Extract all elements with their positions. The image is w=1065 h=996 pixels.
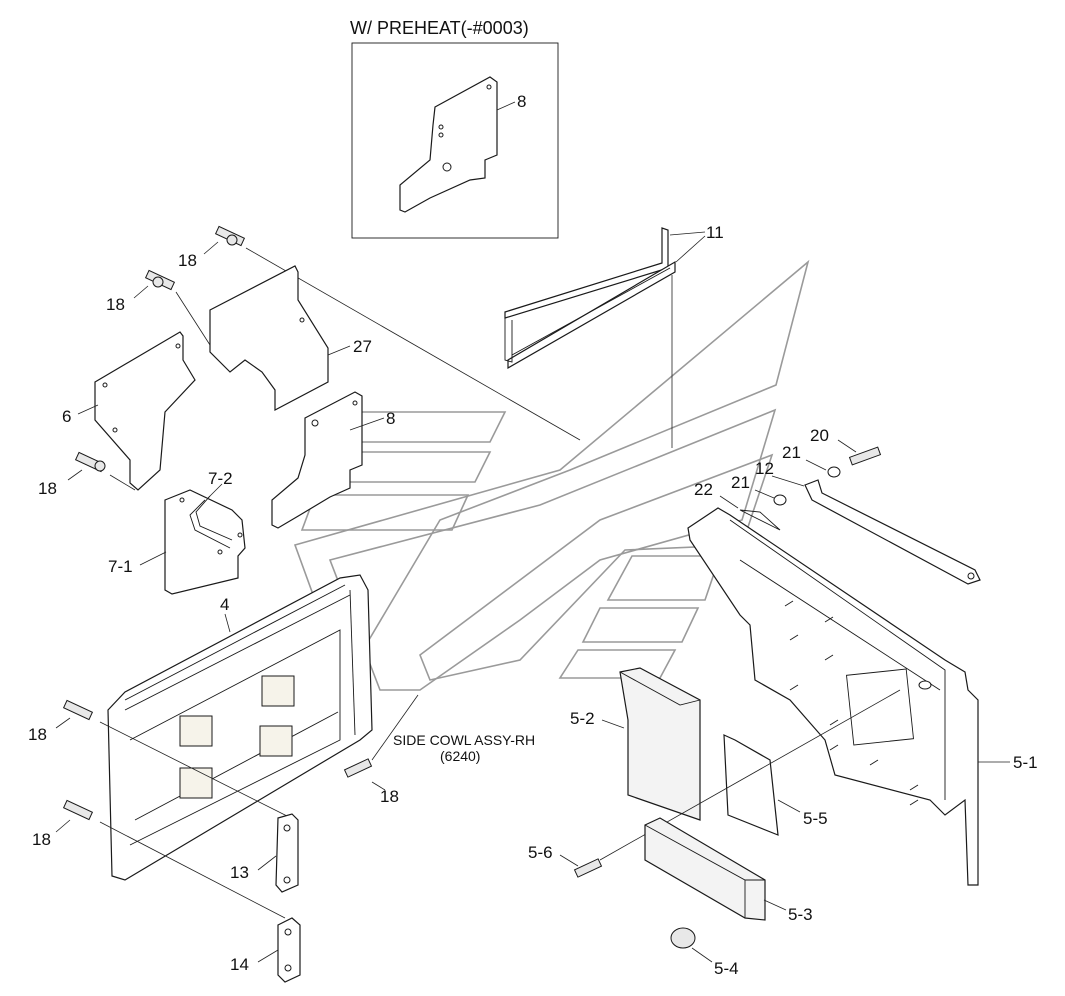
inset-frame: [351, 42, 559, 239]
callout-18-e: 18: [32, 830, 51, 849]
part-12-rod: 12: [755, 459, 981, 585]
bolt-icon: [62, 799, 94, 821]
pin-icon: [848, 446, 882, 466]
callout-12: 12: [755, 459, 774, 478]
callout-14: 14: [230, 955, 249, 974]
part-7-1-plate: 7-1: [108, 489, 246, 595]
callout-7-1: 7-1: [108, 557, 133, 576]
inset-bracket-8: [399, 76, 498, 213]
assembly-code: (6240): [440, 748, 480, 764]
bolt-icon: [573, 858, 603, 878]
bolt-18-lower-left-2: 18: [32, 799, 286, 919]
bolt-18-lower-left-1: 18: [28, 699, 296, 821]
callout-6: 6: [62, 407, 71, 426]
callout-21-b: 21: [731, 473, 750, 492]
callout-18-a: 18: [178, 251, 197, 270]
part-27-cover: 27: [209, 265, 372, 411]
callout-11: 11: [706, 223, 724, 242]
bolt-icon: [343, 758, 373, 778]
mount-block: [259, 725, 293, 757]
callout-7-2: 7-2: [208, 469, 233, 488]
plug-icon: [670, 927, 696, 949]
part-5-6-bolt: 5-6: [528, 689, 901, 878]
part-6-bracket: 6: [62, 331, 196, 491]
mount-block: [179, 715, 213, 747]
bolt-18-second: 18: [106, 269, 211, 346]
inset-part-label: 8: [517, 92, 526, 111]
callout-21-a: 21: [782, 443, 801, 462]
assembly-label: SIDE COWL ASSY-RH (6240): [393, 732, 535, 764]
callout-5-6: 5-6: [528, 843, 553, 862]
bolt-18-right: 18: [343, 694, 419, 806]
bolt-icon: [62, 699, 94, 721]
part-22-clip: 22: [694, 480, 781, 531]
part-13-bracket: 13: [230, 813, 299, 893]
callout-18-d: 18: [28, 725, 47, 744]
callout-18-b: 18: [106, 295, 125, 314]
callout-4: 4: [220, 595, 229, 614]
part-5-3-foam-bar: 5-3: [644, 817, 813, 924]
callout-8: 8: [386, 409, 395, 428]
part-5-2-foam: 5-2: [570, 667, 701, 821]
part-21-washer-a: 21: [782, 443, 841, 478]
inset-hole: [442, 162, 452, 172]
inset-title: W/ PREHEAT(-#0003): [350, 18, 529, 38]
part-20-pin: 20: [810, 426, 882, 466]
callout-5-1: 5-1: [1013, 753, 1038, 772]
part-14-bracket: 14: [230, 917, 301, 983]
washer-icon: [827, 466, 841, 478]
callout-5-3: 5-3: [788, 905, 813, 924]
callout-18-c: 18: [38, 479, 57, 498]
assembly-name: SIDE COWL ASSY-RH: [393, 732, 535, 748]
callout-27: 27: [353, 337, 372, 356]
washer-icon: [773, 494, 787, 506]
fastener-studs: [784, 600, 919, 806]
part-4-side-panel: 4: [107, 574, 373, 881]
mount-block: [261, 675, 295, 707]
preheat-inset: W/ PREHEAT(-#0003) 8: [350, 18, 559, 239]
part-5-5-pad: 5-5: [723, 734, 828, 836]
bolt-18-left: 18: [38, 451, 136, 498]
callout-13: 13: [230, 863, 249, 882]
callout-22: 22: [694, 480, 713, 499]
callout-20: 20: [810, 426, 829, 445]
callout-18-f: 18: [380, 787, 399, 806]
part-8-bracket: 8: [271, 391, 395, 529]
part-5-4-plug: 5-4: [670, 927, 739, 978]
part-11-rods: 11: [504, 223, 724, 448]
callout-5-2: 5-2: [570, 709, 595, 728]
callout-5-5: 5-5: [803, 809, 828, 828]
bolt-18-top: 18: [178, 225, 581, 441]
part-5-1-frame: 5-1: [687, 507, 1038, 886]
callout-5-4: 5-4: [714, 959, 739, 978]
part-7-2-clip: 7-2: [189, 469, 233, 549]
mount-block: [179, 767, 213, 799]
part-21-washer-b: 21: [731, 473, 787, 506]
